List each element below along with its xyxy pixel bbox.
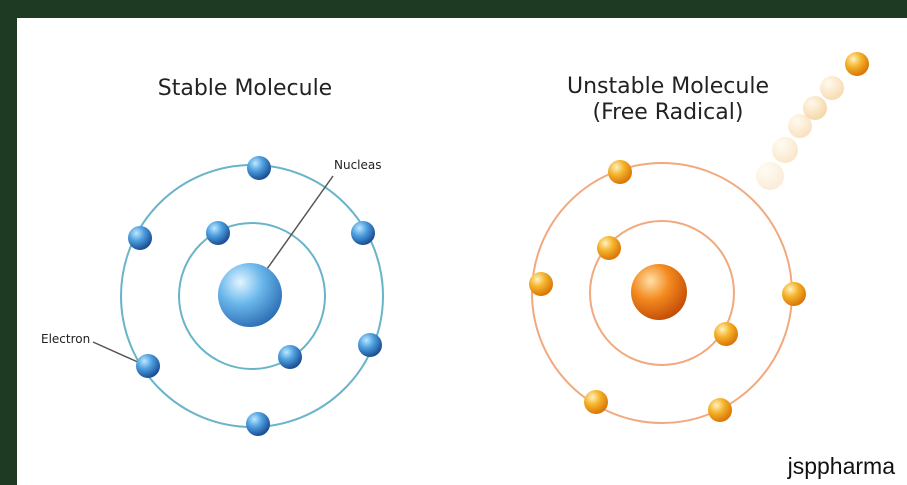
escaping-trail-icon <box>803 96 827 120</box>
electron-label: Electron <box>41 332 90 346</box>
electron-icon <box>597 236 621 260</box>
nucleus-icon <box>218 263 282 327</box>
electron-icon <box>246 412 270 436</box>
electron-icon <box>584 390 608 414</box>
unstable-molecule-title: Unstable Molecule (Free Radical) <box>548 74 788 126</box>
electron-icon <box>529 272 553 296</box>
electron-icon <box>128 226 152 250</box>
stable-molecule <box>93 156 383 436</box>
escaping-trail-icon <box>820 76 844 100</box>
nucleus-label: Nucleas <box>334 158 382 172</box>
electron-icon <box>608 160 632 184</box>
nucleus-icon <box>631 264 687 320</box>
escaping-electron-icon <box>845 52 869 76</box>
stable-molecule-title: Stable Molecule <box>130 76 360 102</box>
unstable-title-line-1: Unstable Molecule <box>548 74 788 100</box>
electron-icon <box>247 156 271 180</box>
escaping-trail-icon <box>756 162 784 190</box>
watermark-text: jsppharma <box>743 452 895 480</box>
electron-icon <box>351 221 375 245</box>
escaping-trail-icon <box>772 137 798 163</box>
unstable-title-line-2: (Free Radical) <box>548 100 788 126</box>
electron-icon <box>358 333 382 357</box>
electron-icon <box>278 345 302 369</box>
electron-icon <box>782 282 806 306</box>
electron-icon <box>206 221 230 245</box>
electron-icon <box>708 398 732 422</box>
electron-icon <box>714 322 738 346</box>
electron-icon <box>136 354 160 378</box>
